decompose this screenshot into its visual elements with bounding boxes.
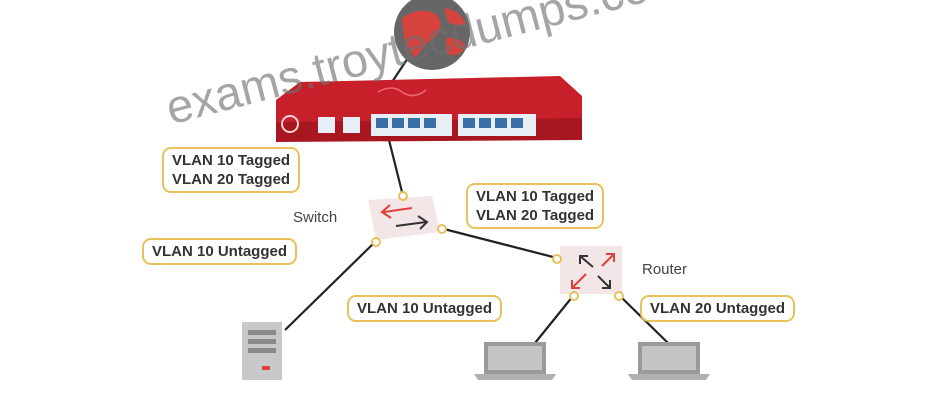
router-vlan20-port-label: VLAN 20 Untagged bbox=[640, 295, 796, 322]
vlan20-tagged-text: VLAN 20 Tagged bbox=[172, 171, 291, 188]
globe-icon bbox=[394, 0, 470, 70]
router-label: Router bbox=[642, 261, 688, 278]
router-vlan10-port-label: VLAN 10 Untagged bbox=[347, 295, 503, 322]
switch-label: Switch bbox=[293, 209, 338, 226]
vlan20-tagged-text: VLAN 20 Tagged bbox=[476, 207, 595, 224]
laptop-icon bbox=[628, 342, 710, 380]
link-switch-server bbox=[284, 241, 376, 331]
laptop-icon bbox=[474, 342, 556, 380]
switch-access-port-label: VLAN 10 Untagged bbox=[142, 238, 298, 265]
vlan10-tagged-text: VLAN 10 Tagged bbox=[172, 152, 291, 169]
switch-icon bbox=[368, 191, 447, 247]
link-switch-router bbox=[439, 226, 558, 260]
router-icon bbox=[552, 246, 624, 301]
link-firewall-switch bbox=[387, 139, 405, 197]
firewall-port-label: VLAN 10 Tagged VLAN 20 Tagged bbox=[162, 147, 301, 193]
link-router-laptop1 bbox=[534, 295, 574, 344]
vlan10-tagged-text: VLAN 10 Tagged bbox=[476, 188, 595, 205]
router-trunk-label: VLAN 10 Tagged VLAN 20 Tagged bbox=[466, 183, 605, 229]
firewall-icon bbox=[276, 76, 582, 142]
server-icon bbox=[242, 322, 282, 380]
